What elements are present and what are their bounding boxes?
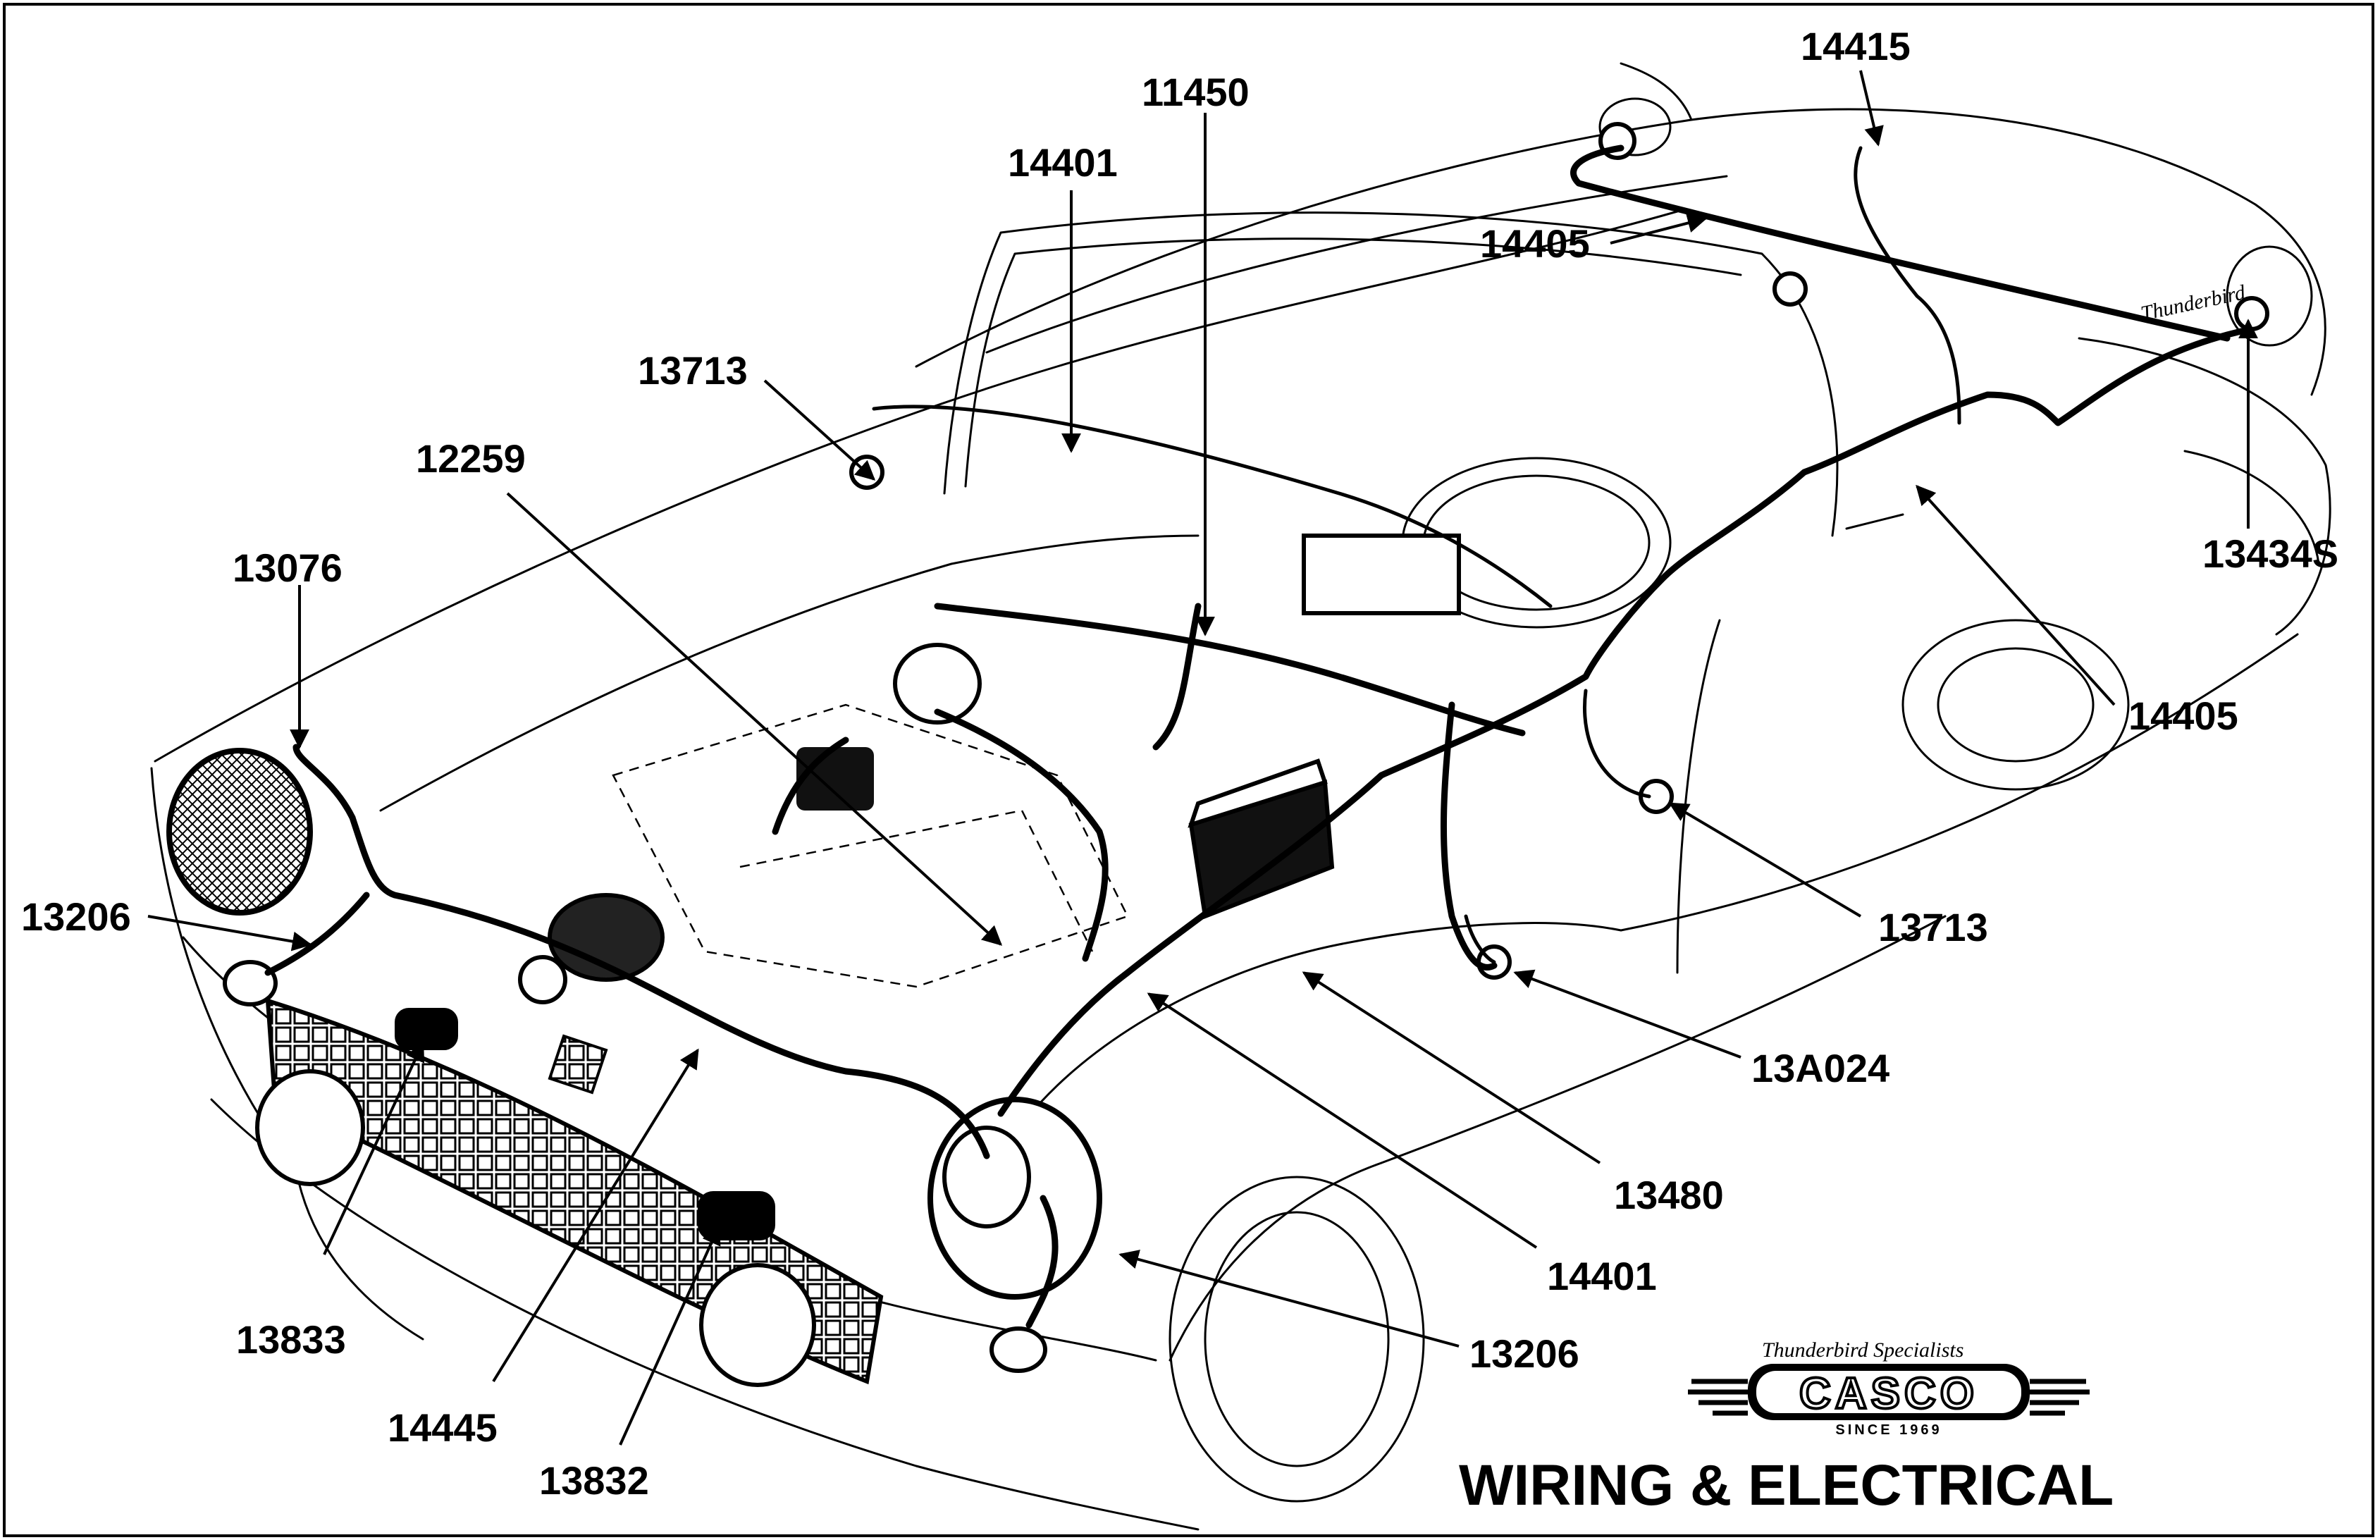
part-labels: 14415 11450 14401 14405 13713 12259 1307…: [21, 24, 2338, 1503]
left-horn-icon: [223, 960, 278, 1006]
part-label-14445: 14445: [388, 1405, 498, 1450]
instrument-cluster-icon: [1302, 534, 1461, 615]
part-label-13076: 13076: [233, 546, 343, 590]
horn-right-icon: [698, 1191, 775, 1240]
car-body: [150, 62, 2331, 1531]
generator-icon: [548, 893, 665, 982]
part-label-13833: 13833: [236, 1317, 346, 1362]
horn-left-icon: [395, 1008, 458, 1050]
distributor-icon: [893, 643, 982, 725]
diagram-frame: [3, 3, 2374, 1537]
callout-leaders: [147, 70, 2258, 1446]
part-label-13434s: 13434S: [2202, 531, 2338, 576]
logo-since: SINCE 1969: [1835, 1422, 1942, 1438]
right-horn-icon: [989, 1326, 1047, 1373]
left-parking-lamp-icon: [255, 1069, 365, 1186]
crossed-flags-emblem-icon: [548, 1034, 608, 1095]
part-label-12259: 12259: [416, 436, 526, 481]
license-lamp-icon: [1772, 271, 1808, 307]
part-label-11450: 11450: [1142, 70, 1250, 114]
right-parking-lamp-icon: [699, 1263, 816, 1387]
part-label-14405-top: 14405: [1480, 221, 1590, 266]
part-label-13206-right: 13206: [1469, 1331, 1579, 1376]
part-label-14401-top: 14401: [1008, 140, 1118, 185]
ignition-coil-icon: [796, 747, 874, 811]
components: [166, 122, 2269, 1387]
left-headlight-icon: [166, 748, 313, 916]
part-label-13832: 13832: [539, 1458, 649, 1503]
diagram-title: WIRING & ELECTRICAL: [1459, 1453, 2114, 1517]
wiring-harness: [264, 144, 2245, 1329]
part-label-14401-bottom: 14401: [1547, 1254, 1657, 1298]
part-label-13a024: 13A024: [1751, 1046, 1889, 1090]
logo-name: CASCO: [1799, 1369, 1978, 1418]
part-label-13206-left: 13206: [21, 894, 131, 939]
logo-tagline: Thunderbird Specialists: [1762, 1338, 1963, 1362]
casco-logo: Thunderbird Specialists CASCO SINCE 1969: [1688, 1338, 2090, 1438]
part-label-13480: 13480: [1614, 1173, 1724, 1217]
part-label-14405-right: 14405: [2128, 694, 2238, 738]
part-label-14415: 14415: [1801, 24, 1911, 68]
part-label-13713-left: 13713: [638, 348, 748, 393]
part-label-13713-right: 13713: [1878, 905, 1988, 949]
